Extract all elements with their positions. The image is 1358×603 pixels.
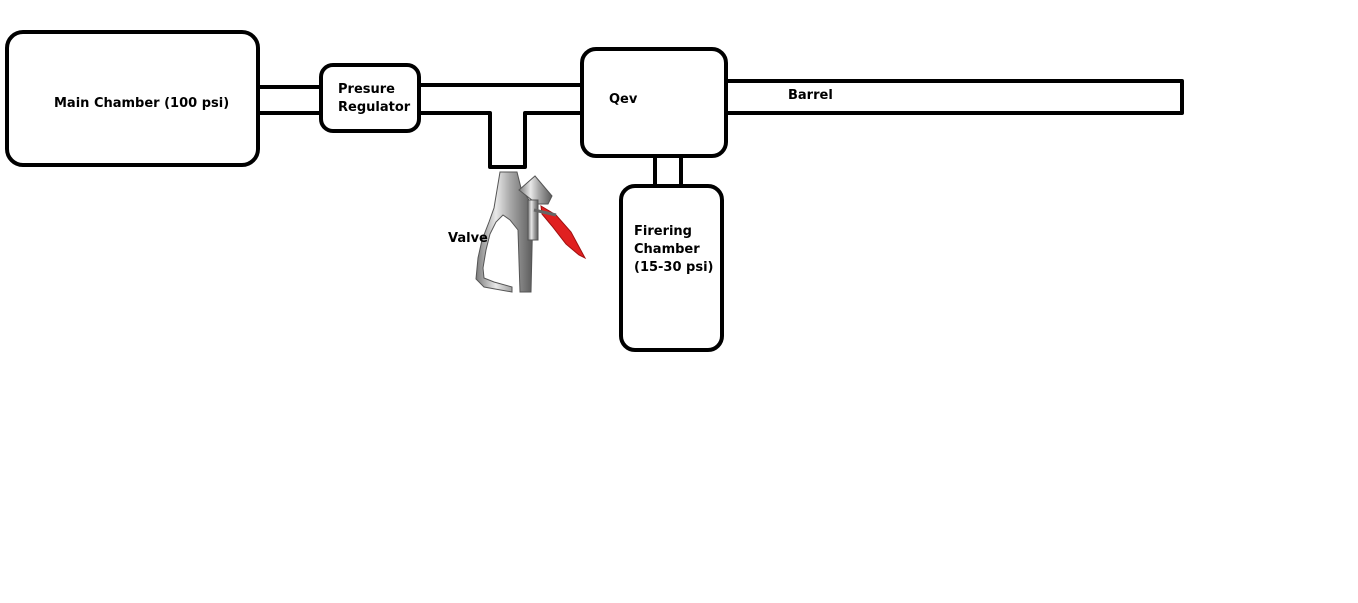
barrel-label: Barrel bbox=[788, 88, 833, 103]
pressure-regulator-label: Presure Regulator bbox=[338, 82, 411, 115]
qev-label: Qev bbox=[609, 92, 638, 107]
valve-label: Valve bbox=[448, 231, 488, 246]
main-chamber-box bbox=[5, 30, 260, 167]
pipe-regulator-to-qev bbox=[419, 83, 582, 169]
blow-gun-valve-icon bbox=[475, 171, 587, 293]
pressure-regulator-box bbox=[319, 63, 421, 133]
firing-chamber-label: Firering Chamber (15-30 psi) bbox=[634, 224, 714, 275]
qev-box bbox=[580, 47, 728, 158]
pipe-main-to-regulator bbox=[258, 85, 321, 115]
firing-chamber-box bbox=[619, 184, 724, 352]
barrel-tube bbox=[726, 79, 1184, 115]
main-chamber-label: Main Chamber (100 psi) bbox=[54, 96, 230, 111]
pipe-qev-to-firing-chamber bbox=[653, 156, 683, 186]
